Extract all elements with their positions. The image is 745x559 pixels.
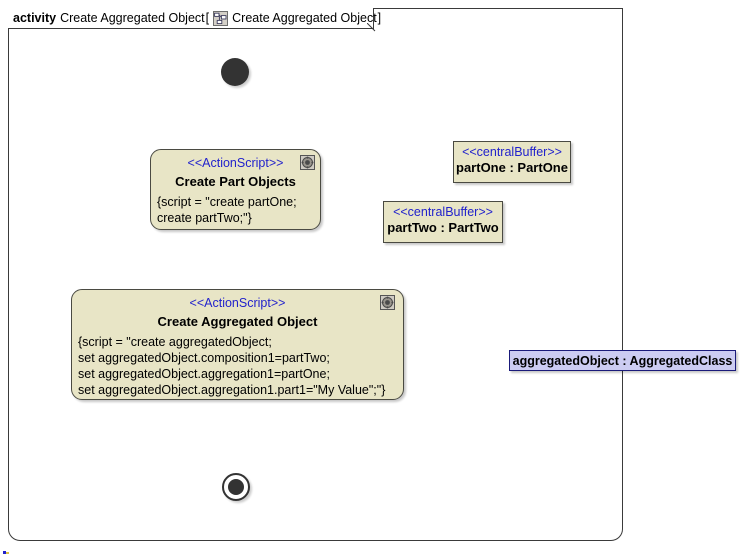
action-script-icon[interactable] bbox=[300, 155, 315, 170]
stereotype-label: <<ActionScript>> bbox=[187, 156, 284, 170]
activity-diagram-icon bbox=[213, 10, 229, 26]
action-script-line: set aggregatedObject.aggregation1=partOn… bbox=[78, 367, 330, 381]
activity-final-node[interactable] bbox=[222, 473, 250, 501]
activity-frame-header: activity Create Aggregated Object [ Crea… bbox=[8, 8, 381, 29]
action-script-line: {script = "create aggregatedObject; bbox=[78, 335, 272, 349]
action-script-line: create partTwo;"} bbox=[157, 211, 252, 225]
object-node-label: aggregatedObject : AggregatedClass bbox=[512, 353, 733, 368]
action-node-create-aggregated-object[interactable]: <<ActionScript>> Create Aggregated Objec… bbox=[71, 289, 404, 400]
frame-header-corner bbox=[367, 23, 376, 32]
buffer-name-label: partOne : PartOne bbox=[456, 160, 568, 175]
central-buffer-part-one[interactable]: <<centralBuffer>> partOne : PartOne bbox=[453, 141, 571, 183]
stereotype-label: <<centralBuffer>> bbox=[393, 205, 493, 219]
frame-activity-name: Create Aggregated Object bbox=[60, 11, 205, 25]
action-script-line: set aggregatedObject.aggregation1.part1=… bbox=[78, 383, 386, 397]
action-name-label: Create Part Objects bbox=[175, 174, 296, 189]
central-buffer-part-two[interactable]: <<centralBuffer>> partTwo : PartTwo bbox=[383, 201, 503, 243]
frame-keyword: activity bbox=[13, 11, 57, 25]
canvas-corner-marker bbox=[3, 551, 9, 554]
stereotype-label: <<ActionScript>> bbox=[189, 296, 286, 310]
action-script-icon[interactable] bbox=[380, 295, 395, 310]
action-script-line: {script = "create partOne; bbox=[157, 195, 297, 209]
action-node-create-part-objects[interactable]: <<ActionScript>> Create Part Objects {sc… bbox=[150, 149, 321, 230]
frame-diagram-name: Create Aggregated Object bbox=[232, 11, 377, 25]
initial-node[interactable] bbox=[221, 58, 249, 86]
buffer-name-label: partTwo : PartTwo bbox=[387, 220, 499, 235]
frame-bracket-open: [ bbox=[205, 11, 210, 25]
object-node-aggregated-object[interactable]: aggregatedObject : AggregatedClass bbox=[509, 350, 736, 371]
frame-bracket-close: ] bbox=[377, 11, 382, 25]
action-name-label: Create Aggregated Object bbox=[157, 314, 318, 329]
action-script-line: set aggregatedObject.composition1=partTw… bbox=[78, 351, 330, 365]
activity-frame bbox=[8, 8, 623, 541]
stereotype-label: <<centralBuffer>> bbox=[462, 145, 562, 159]
